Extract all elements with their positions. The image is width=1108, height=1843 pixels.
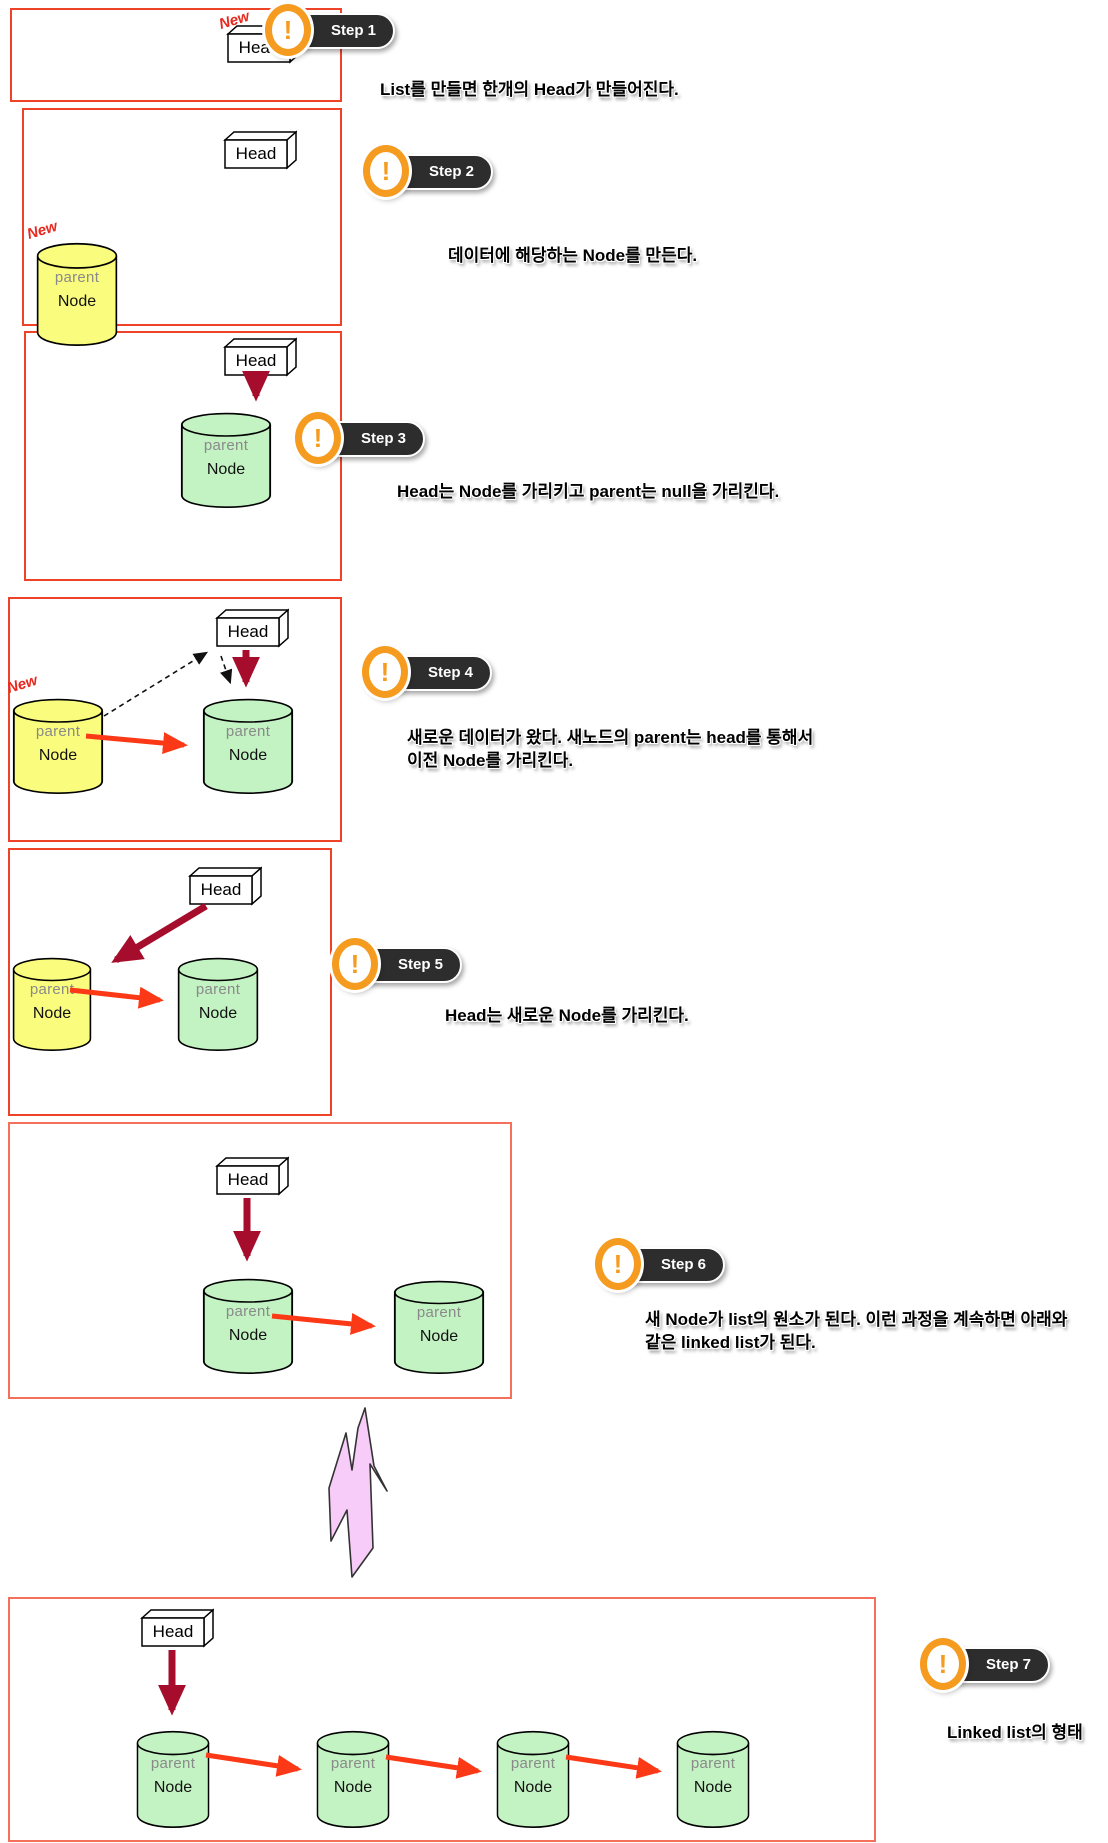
- head-box-step6: Head: [215, 1156, 289, 1196]
- alert-icon: !: [920, 1638, 966, 1690]
- node-parent-label: parent: [225, 1302, 271, 1320]
- node-name-label: Node: [153, 1779, 193, 1797]
- head-label: Head: [227, 1170, 269, 1189]
- step-badge-1: Step 1 !: [265, 4, 425, 58]
- step-badge-5: Step 5 !: [332, 938, 492, 992]
- node-parent-label: parent: [203, 436, 249, 454]
- alert-icon: !: [363, 145, 409, 197]
- head-box-step2: Head: [223, 130, 297, 170]
- node-name-label: Node: [206, 460, 246, 478]
- head-label: Head: [235, 144, 277, 163]
- head-label: Head: [200, 880, 242, 899]
- step-pill: Step 2: [391, 154, 494, 190]
- node-name-label: Node: [333, 1779, 373, 1797]
- step-description-line1: 새 Node가 list의 원소가 된다. 이런 과정을 계속하면 아래와: [645, 1310, 1068, 1329]
- node-parent-label: parent: [150, 1755, 196, 1773]
- node-parent-label: parent: [690, 1755, 736, 1773]
- node-name-label: Node: [693, 1779, 733, 1797]
- head-label: Head: [227, 622, 269, 641]
- node-parent-label: parent: [35, 722, 81, 740]
- node-name-label: Node: [32, 1005, 72, 1023]
- head-box-step3: Head: [223, 337, 297, 377]
- head-box-step5: Head: [188, 866, 262, 906]
- step-description-line1: 새로운 데이터가 왔다. 새노드의 parent는 head를 통해서: [407, 728, 814, 747]
- step-description-3: Head는 Node를 가리키고 parent는 null을 가리킨다.: [397, 482, 780, 501]
- step-description-1: List를 만들면 한개의 Head가 만들어진다.: [380, 80, 679, 99]
- step-description-line2: 이전 Node를 가리킨다.: [407, 751, 574, 770]
- node-name-label: Node: [38, 746, 78, 764]
- head-box-step7: Head: [140, 1608, 214, 1648]
- head-box-step4: Head: [215, 608, 289, 648]
- step-pill: Step 1: [293, 13, 396, 49]
- node-name-label: Node: [228, 746, 268, 764]
- step-description-5: Head는 새로운 Node를 가리킨다.: [445, 1006, 689, 1025]
- step-description-line2: 같은 linked list가 된다.: [645, 1333, 816, 1352]
- node-name-label: Node: [228, 1326, 268, 1344]
- alert-icon: !: [595, 1238, 641, 1290]
- node-name-label: Node: [198, 1005, 238, 1023]
- alert-icon: !: [295, 412, 341, 464]
- node-parent-label: parent: [330, 1755, 376, 1773]
- node-parent-label: parent: [416, 1304, 462, 1322]
- node-name-label: Node: [57, 293, 97, 311]
- alert-icon: !: [265, 4, 311, 56]
- step-badge-3: Step 3 !: [295, 412, 455, 466]
- step-description-4: 새로운 데이터가 왔다. 새노드의 parent는 head를 통해서 이전 N…: [407, 726, 813, 772]
- node-name-label: Node: [419, 1328, 459, 1346]
- step-description-6: 새 Node가 list의 원소가 된다. 이런 과정을 계속하면 아래와 같은…: [645, 1308, 1067, 1354]
- head-label: Head: [235, 351, 277, 370]
- node-parent-label: parent: [510, 1755, 556, 1773]
- lightning-bolt-icon: [328, 1407, 388, 1578]
- alert-icon: !: [332, 938, 378, 990]
- node-name-label: Node: [513, 1779, 553, 1797]
- alert-icon: !: [362, 646, 408, 698]
- node-parent-label: parent: [195, 981, 241, 999]
- node-parent-label: parent: [54, 269, 100, 287]
- step-description-7: Linked list의 형태: [947, 1723, 1083, 1742]
- step-badge-2: Step 2 !: [363, 145, 523, 199]
- step-badge-7: Step 7 !: [920, 1638, 1080, 1692]
- head-label: Head: [152, 1622, 194, 1641]
- step-badge-4: Step 4 !: [362, 646, 522, 700]
- node-parent-label: parent: [225, 722, 271, 740]
- step-badge-6: Step 6 !: [595, 1238, 755, 1292]
- step-description-2: 데이터에 해당하는 Node를 만든다.: [448, 246, 698, 265]
- node-parent-label: parent: [29, 981, 75, 999]
